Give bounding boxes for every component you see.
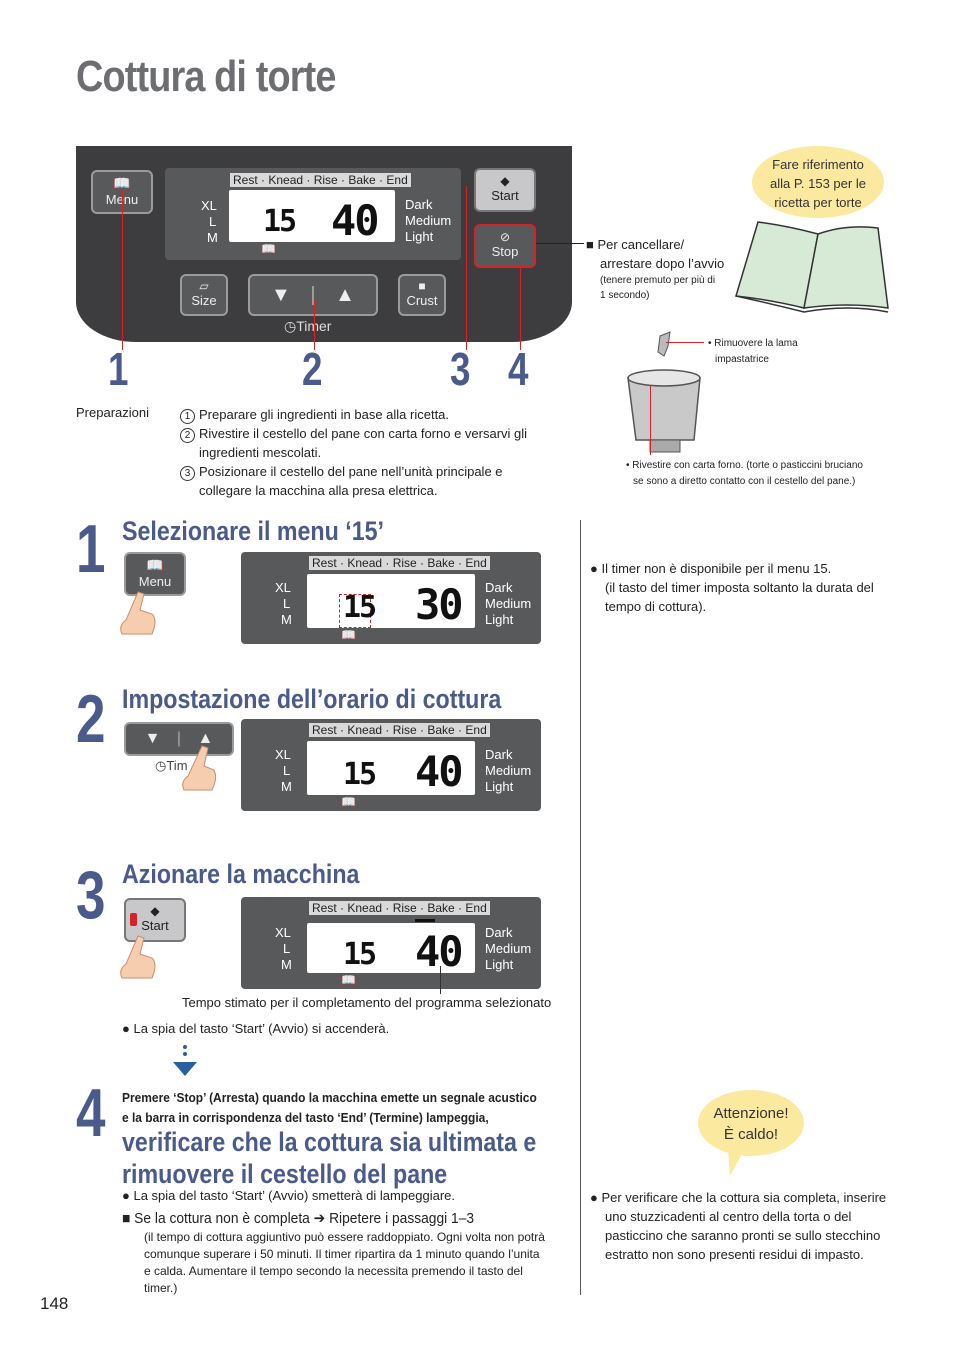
- timer-note: ● Il timer non è disponibile per il menu…: [590, 561, 874, 614]
- callout-line: [520, 268, 521, 350]
- start-button[interactable]: ◆ Start: [474, 168, 536, 212]
- control-panel: 📖 Menu Rest · Knead · Rise · Bake · End …: [76, 146, 572, 342]
- book-icon: 📖: [146, 557, 164, 573]
- circled-number: 3: [180, 466, 195, 481]
- callout-line: [314, 300, 315, 350]
- finger-pointer-icon: [182, 745, 217, 791]
- blink-highlight: [339, 594, 371, 628]
- book-icon: 📖: [341, 973, 356, 987]
- finger-pointer-icon: [120, 935, 156, 979]
- lcd-screen: 15 40: [229, 190, 395, 245]
- start-indicator-light: [130, 913, 137, 926]
- step-number: 2: [76, 681, 106, 757]
- step-heading: Azionare la macchina: [122, 859, 360, 889]
- start-icon: ◆: [500, 174, 510, 188]
- step-number: 3: [76, 857, 106, 933]
- lcd-screen: 15 40: [307, 923, 475, 976]
- callout-1: 1: [108, 343, 129, 395]
- bubble-tail: [728, 1150, 744, 1176]
- display-frame: Rest · Knead · Rise · Bake · End XL L M …: [165, 168, 461, 260]
- stop-note: ■ Per cancellare/ arrestare dopo l’avvio…: [586, 237, 725, 301]
- circled-number: 2: [180, 428, 195, 443]
- callout-3: 3: [450, 343, 471, 395]
- step-number: 1: [76, 511, 106, 587]
- pan-note: • Rivestire con carta forno. (torte o pa…: [626, 460, 863, 487]
- callout-line: [122, 190, 123, 350]
- blade-connector: [666, 342, 704, 343]
- book-icon: 📖: [113, 175, 131, 191]
- timer-buttons[interactable]: ▼ | ▲: [124, 722, 234, 756]
- step-heading: Impostazione dell’orario di cottura: [122, 684, 502, 714]
- down-arrow-icon[interactable]: ▼: [144, 730, 161, 747]
- loaf-icon: ▱: [199, 279, 209, 293]
- estimate-connector: [440, 966, 441, 994]
- page-number: 148: [40, 1294, 69, 1313]
- display-frame: Rest · Knead · Rise · Bake · End XL L M …: [241, 897, 541, 989]
- estimate-caption: Tempo stimato per il completamento del p…: [182, 995, 552, 1010]
- menu-number: 15: [263, 204, 297, 239]
- book-icon: 📖: [341, 795, 356, 809]
- timer-label: ◷Timer: [284, 318, 331, 335]
- book-icon: 📖: [261, 242, 276, 256]
- callout-4: 4: [508, 343, 529, 395]
- stop-icon: ⊘: [499, 230, 511, 244]
- step-heading: rimuovere il cestello del pane: [122, 1159, 448, 1189]
- up-arrow-icon[interactable]: ▲: [335, 284, 355, 306]
- display-frame: Rest · Knead · Rise · Bake · End XL L M …: [241, 719, 541, 811]
- down-arrow-icon[interactable]: ▼: [271, 284, 291, 306]
- lcd-screen: 15 30: [307, 574, 475, 629]
- clock-icon: ◷: [155, 758, 167, 773]
- book-icon: 📖: [341, 628, 356, 642]
- page-title: Cottura di torte: [76, 52, 336, 101]
- step-heading: Selezionare il menu ‘15’: [122, 516, 384, 546]
- start-light-note: ● La spia del tasto ‘Start’ (Avvio) si a…: [122, 1021, 390, 1036]
- size-xl: XL: [201, 198, 217, 213]
- start-icon: ◆: [150, 904, 160, 918]
- clock-icon: ◷: [284, 318, 297, 334]
- progress-bar-indicator: [415, 919, 435, 922]
- crust-dark: Dark: [405, 197, 433, 212]
- crust-button[interactable]: ■ Crust: [398, 274, 446, 316]
- callout-2: 2: [302, 343, 323, 395]
- size-m: M: [207, 230, 218, 245]
- up-arrow-icon[interactable]: ▲: [197, 730, 214, 747]
- crust-medium: Medium: [405, 213, 452, 228]
- timer-label: ◷Tim: [155, 758, 188, 773]
- step-heading: verificare che la cottura sia ultimata e: [122, 1127, 537, 1157]
- menu-button[interactable]: 📖 Menu: [124, 552, 186, 596]
- step-number: 4: [76, 1075, 106, 1151]
- doneness-note: ● Per verificare che la cottura sia comp…: [590, 1190, 887, 1262]
- display-frame: Rest · Knead · Rise · Bake · End XL L M …: [241, 552, 541, 644]
- caution-bubble: Attenzione!È caldo!: [698, 1090, 804, 1156]
- start-light-note: ● La spia del tasto ‘Start’ (Avvio) smet…: [122, 1188, 456, 1203]
- extra-time-note: (il tempo di cottura aggiuntivo può esse…: [144, 1230, 545, 1295]
- column-separator: [580, 520, 581, 1295]
- repeat-note: ■ Se la cottura non è completa ➔ Ripeter…: [122, 1210, 475, 1227]
- callout-line: [466, 186, 467, 350]
- finger-pointer-icon: [120, 591, 156, 635]
- lcd-screen: 15 40: [307, 741, 475, 796]
- timer-buttons[interactable]: ▼ | ▲: [248, 274, 378, 316]
- prep-label: Preparazioni: [76, 405, 149, 420]
- circled-number: 1: [180, 409, 195, 424]
- down-arrow-icon: [173, 1045, 197, 1076]
- bread-pan-icon: [627, 331, 701, 453]
- stop-note-connector: [536, 243, 584, 244]
- size-button[interactable]: ▱ Size: [180, 274, 228, 316]
- recipe-book-icon: [735, 221, 889, 313]
- stage-bar: Rest · Knead · Rise · Bake · End: [230, 173, 411, 187]
- size-l: L: [209, 214, 217, 229]
- step-instruction: Premere ‘Stop’ (Arresta) quando la macch…: [122, 1090, 537, 1125]
- crust-light: Light: [405, 229, 434, 244]
- stop-button[interactable]: ⊘ Stop: [474, 224, 536, 268]
- callout-line: [650, 385, 651, 455]
- crust-icon: ■: [418, 279, 426, 293]
- time-number: 40: [331, 196, 380, 245]
